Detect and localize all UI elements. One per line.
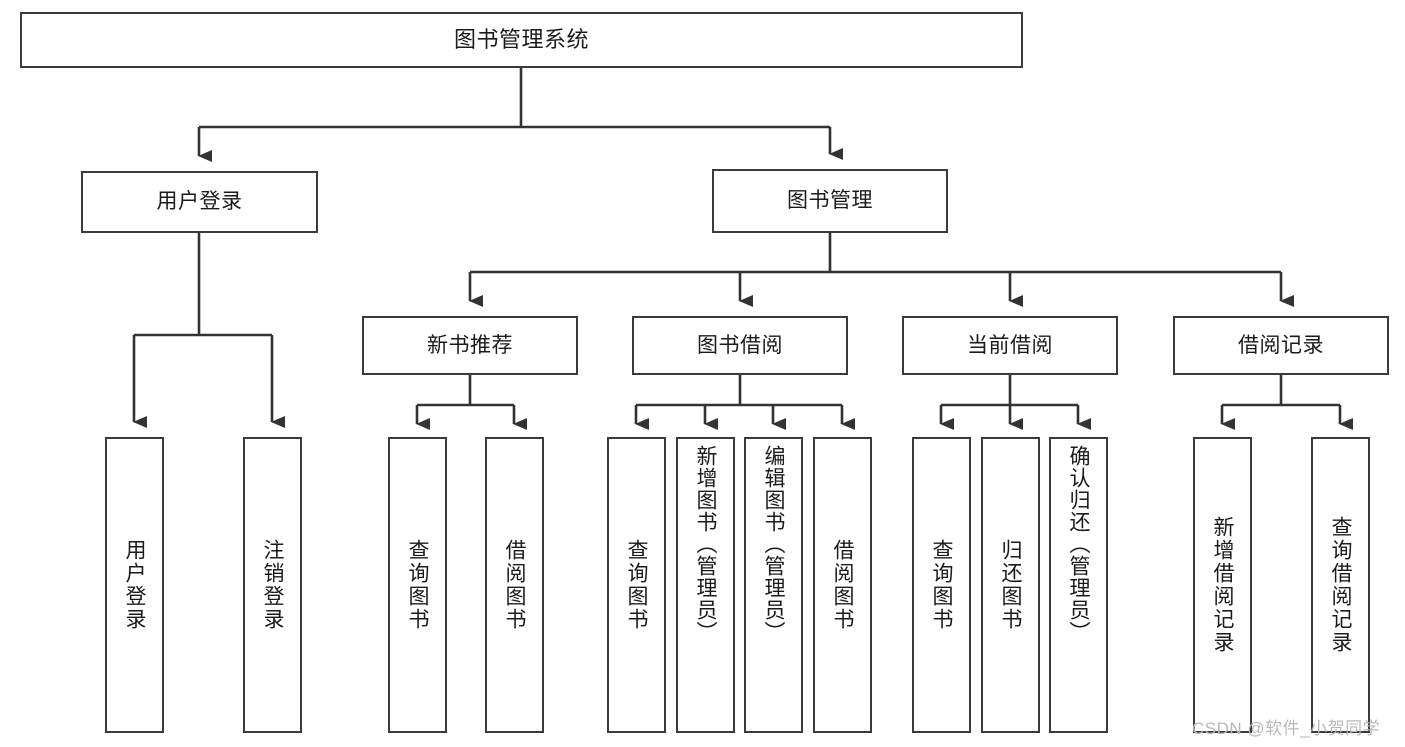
- leaf-logout-label: 注销登录: [261, 539, 284, 631]
- leaf-currentborrow-query-book[interactable]: 查询图书: [912, 437, 971, 733]
- leaf-newbook-borrow-book-label: 借阅图书: [503, 539, 526, 631]
- node-book-borrow-label: 图书借阅: [697, 333, 783, 357]
- node-book-management-label: 图书管理: [787, 189, 873, 213]
- leaf-newbook-borrow-book[interactable]: 借阅图书: [485, 437, 544, 733]
- node-root-system-label: 图书管理系统: [453, 27, 589, 53]
- leaf-currentborrow-return-book-label: 归还图书: [999, 539, 1022, 631]
- leaf-newbook-query-book[interactable]: 查询图书: [388, 437, 447, 733]
- leaf-currentborrow-confirm-return[interactable]: 确认归还（管理员）: [1049, 437, 1108, 733]
- leaf-newbook-query-book-label: 查询图书: [406, 539, 429, 631]
- node-book-management[interactable]: 图书管理: [712, 169, 948, 233]
- leaf-bookborrow-query-book-label: 查询图书: [625, 539, 648, 631]
- node-user-login[interactable]: 用户登录: [81, 171, 318, 233]
- node-current-borrow[interactable]: 当前借阅: [902, 316, 1118, 375]
- leaf-bookborrow-edit-book[interactable]: 编辑图书（管理员）: [744, 437, 803, 733]
- leaf-bookborrow-borrow-book-label: 借阅图书: [831, 539, 854, 631]
- leaf-logout[interactable]: 注销登录: [243, 437, 302, 733]
- leaf-user-login[interactable]: 用户登录: [105, 437, 164, 733]
- leaf-borrowrecord-add-record-label: 新增借阅记录: [1211, 516, 1234, 654]
- leaf-bookborrow-add-book-label: 新增图书（管理员）: [694, 445, 717, 643]
- csdn-watermark: CSDN @软件_小贺同学: [1192, 719, 1381, 738]
- leaf-bookborrow-query-book[interactable]: 查询图书: [607, 437, 666, 733]
- leaf-bookborrow-edit-book-label: 编辑图书（管理员）: [762, 445, 785, 643]
- node-root-system[interactable]: 图书管理系统: [20, 12, 1023, 68]
- leaf-currentborrow-query-book-label: 查询图书: [930, 539, 953, 631]
- node-borrow-record[interactable]: 借阅记录: [1173, 316, 1389, 375]
- node-book-borrow[interactable]: 图书借阅: [632, 316, 848, 375]
- leaf-currentborrow-confirm-return-label: 确认归还（管理员）: [1067, 445, 1090, 643]
- node-new-book-recommend-label: 新书推荐: [427, 333, 513, 357]
- leaf-borrowrecord-query-record-label: 查询借阅记录: [1329, 516, 1352, 654]
- leaf-bookborrow-add-book[interactable]: 新增图书（管理员）: [676, 437, 735, 733]
- leaf-borrowrecord-add-record[interactable]: 新增借阅记录: [1193, 437, 1252, 733]
- leaf-user-login-label: 用户登录: [123, 539, 146, 631]
- node-borrow-record-label: 借阅记录: [1238, 333, 1324, 357]
- node-current-borrow-label: 当前借阅: [967, 333, 1053, 357]
- leaf-currentborrow-return-book[interactable]: 归还图书: [981, 437, 1040, 733]
- leaf-borrowrecord-query-record[interactable]: 查询借阅记录: [1311, 437, 1370, 733]
- leaf-bookborrow-borrow-book[interactable]: 借阅图书: [813, 437, 872, 733]
- node-user-login-label: 用户登录: [156, 190, 243, 214]
- node-new-book-recommend[interactable]: 新书推荐: [362, 316, 578, 375]
